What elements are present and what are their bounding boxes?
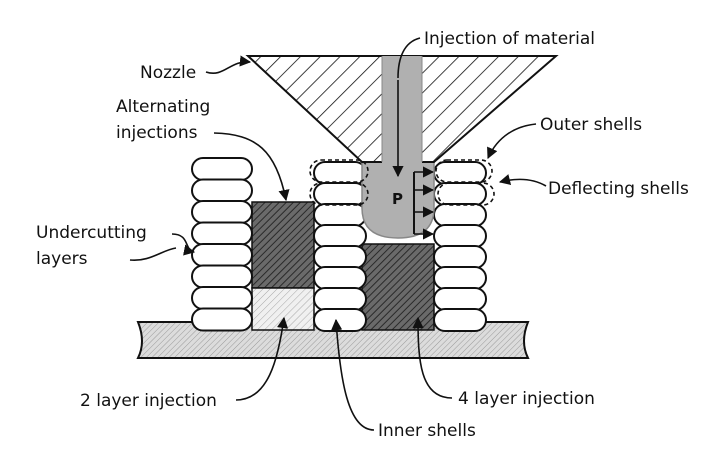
four-layer-injection-region	[361, 243, 435, 331]
deflecting-shell-right-1	[435, 159, 493, 183]
shell-column-right	[433, 161, 487, 332]
shell-bead-left-2	[191, 178, 253, 203]
shell-bead-right-3	[433, 203, 487, 227]
deflecting-shells-leader	[498, 174, 547, 187]
outer-shells-label: Outer shells	[540, 115, 642, 135]
alternating-injections-leader	[213, 132, 290, 202]
shell-bead-left-3	[191, 200, 253, 224]
shell-column-middle	[313, 161, 367, 332]
shell-bead-mid-4	[313, 224, 367, 248]
shell-bead-mid-5	[313, 245, 367, 269]
deflecting-shells-label: Deflecting shells	[548, 179, 689, 199]
nozzle-label: Nozzle	[140, 63, 196, 83]
shell-bead-left-6	[191, 264, 253, 289]
two-layer-injection-region-left	[251, 201, 315, 289]
two-layer-injection-label: 2 layer injection	[80, 391, 217, 411]
shell-column-left	[191, 157, 253, 332]
shell-bead-left-1	[191, 157, 253, 181]
pressure-label: P	[392, 190, 403, 208]
shell-bead-right-6	[433, 266, 487, 290]
shell-bead-right-8	[433, 308, 487, 332]
four-layer-injection-label: 4 layer injection	[458, 389, 595, 409]
shell-bead-right-5	[433, 245, 487, 269]
injection-of-material-label: Injection of material	[424, 29, 595, 49]
alternating-injections-label-2: injections	[116, 123, 198, 143]
shell-bead-mid-7	[313, 287, 367, 311]
inner-shells-leader	[331, 318, 375, 431]
undercutting-layers-label-2: layers	[36, 249, 88, 269]
shell-bead-mid-6	[313, 266, 367, 290]
alternating-injections-label-1: Alternating	[116, 97, 210, 117]
deflecting-shell-mid-1	[309, 159, 369, 183]
shell-bead-mid-3	[313, 203, 367, 227]
deflecting-shell-right-2	[437, 182, 495, 206]
shell-bead-mid-8	[313, 308, 367, 332]
undercutting-layers-leader	[171, 233, 196, 256]
shell-bead-right-4	[433, 224, 487, 248]
shell-bead-left-5	[191, 243, 253, 267]
undercutting-layers-label-1: Undercutting	[36, 223, 147, 243]
two-layer-injection-leader	[235, 316, 289, 401]
shell-bead-mid-2	[313, 182, 367, 206]
nozzle-channel	[382, 56, 422, 166]
shell-bead-left-7	[191, 286, 253, 310]
undercutting-layers-leader-2	[129, 247, 177, 261]
shell-bead-left-4	[191, 221, 253, 246]
injection-material-leader	[397, 37, 421, 79]
shell-bead-right-7	[433, 287, 487, 311]
shell-bead-mid-1	[313, 161, 367, 185]
four-layer-injection-leader	[412, 316, 453, 399]
nozzle-leader	[205, 55, 252, 75]
inner-shells-label: Inner shells	[378, 421, 476, 441]
outer-shells-leader	[487, 123, 537, 160]
deflecting-shell-mid-2	[309, 182, 369, 206]
shell-bead-left-8	[191, 307, 253, 332]
